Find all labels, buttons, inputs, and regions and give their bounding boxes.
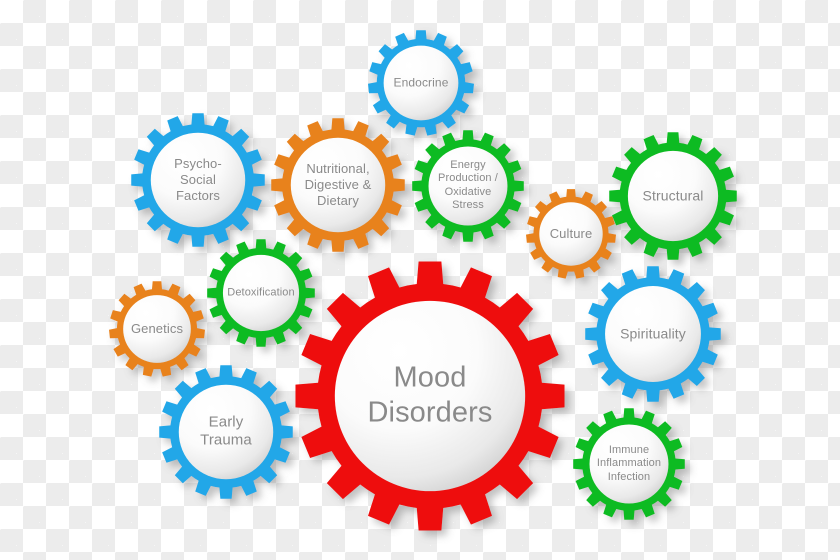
gear-hub-culture [539,202,603,266]
gear-hub-genetics [123,295,191,363]
gear-hub-endocrine [383,45,459,121]
gear-hub-immune-inflammation-infection [589,424,669,504]
gear-genetics[interactable] [109,281,205,377]
gear-psycho-social-factors[interactable] [131,113,265,247]
gear-immune-inflammation-infection[interactable] [573,408,685,520]
gear-hub-psycho-social-factors [150,132,246,228]
gear-hub-early-trauma [178,384,274,480]
gear-nutritional-digestive-dietary[interactable] [271,118,405,252]
gear-spirituality[interactable] [585,266,721,402]
gear-endocrine[interactable] [368,30,474,136]
gear-hub-detoxification [222,254,300,332]
gear-hub-structural [627,150,719,242]
gear-early-trauma[interactable] [159,365,293,499]
gear-mood-disorders[interactable] [295,261,565,531]
gear-energy-production-oxidative-stress[interactable] [412,130,524,242]
gear-detoxification[interactable] [207,239,315,347]
gear-hub-mood-disorders [334,300,526,492]
gear-hub-spirituality [605,286,701,382]
gear-hub-nutritional-digestive-dietary [290,137,386,233]
gear-structural[interactable] [609,132,737,260]
gear-culture[interactable] [526,189,616,279]
gear-hub-energy-production-oxidative-stress [428,146,508,226]
